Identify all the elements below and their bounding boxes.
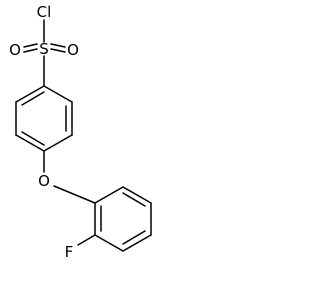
ring1-bond-1 xyxy=(43,85,73,103)
ring1-bond-3 xyxy=(43,134,73,152)
atom-labels: Cl S O O O F xyxy=(9,3,79,261)
ring1-bond-4 xyxy=(15,134,45,152)
bond-s-o-left-a xyxy=(23,43,38,48)
ring1-double-2 xyxy=(21,131,45,146)
bond-s-o-right-a xyxy=(50,43,66,48)
ring2-bond-5 xyxy=(122,186,152,204)
bond-o-c1prime xyxy=(53,185,96,204)
bond-c2prime-f xyxy=(77,234,96,246)
ring2-bond-2 xyxy=(94,234,124,252)
ring2-double-2 xyxy=(122,230,146,245)
ring2-bond-6 xyxy=(94,186,124,204)
ring2-bond-3 xyxy=(122,234,152,252)
structure-diagram: Cl S O O O F xyxy=(0,0,155,296)
atom-label-chlorine: Cl xyxy=(37,3,52,21)
atom-label-sulfur: S xyxy=(39,40,49,58)
molecule-drawing: Cl S O O O F xyxy=(9,3,152,261)
bond-s-o-left-b xyxy=(23,48,38,53)
atom-label-oxygen-left: O xyxy=(9,41,21,59)
atom-label-oxygen-right: O xyxy=(67,41,79,59)
ring1-bond-6 xyxy=(15,85,45,103)
bonds xyxy=(15,19,152,252)
bond-s-o-right-b xyxy=(50,48,66,53)
ring1-double-3 xyxy=(21,91,45,106)
atom-label-fluorine: F xyxy=(65,243,74,261)
ring2-double-3 xyxy=(122,192,146,207)
atom-label-ether-oxygen: O xyxy=(38,172,50,190)
